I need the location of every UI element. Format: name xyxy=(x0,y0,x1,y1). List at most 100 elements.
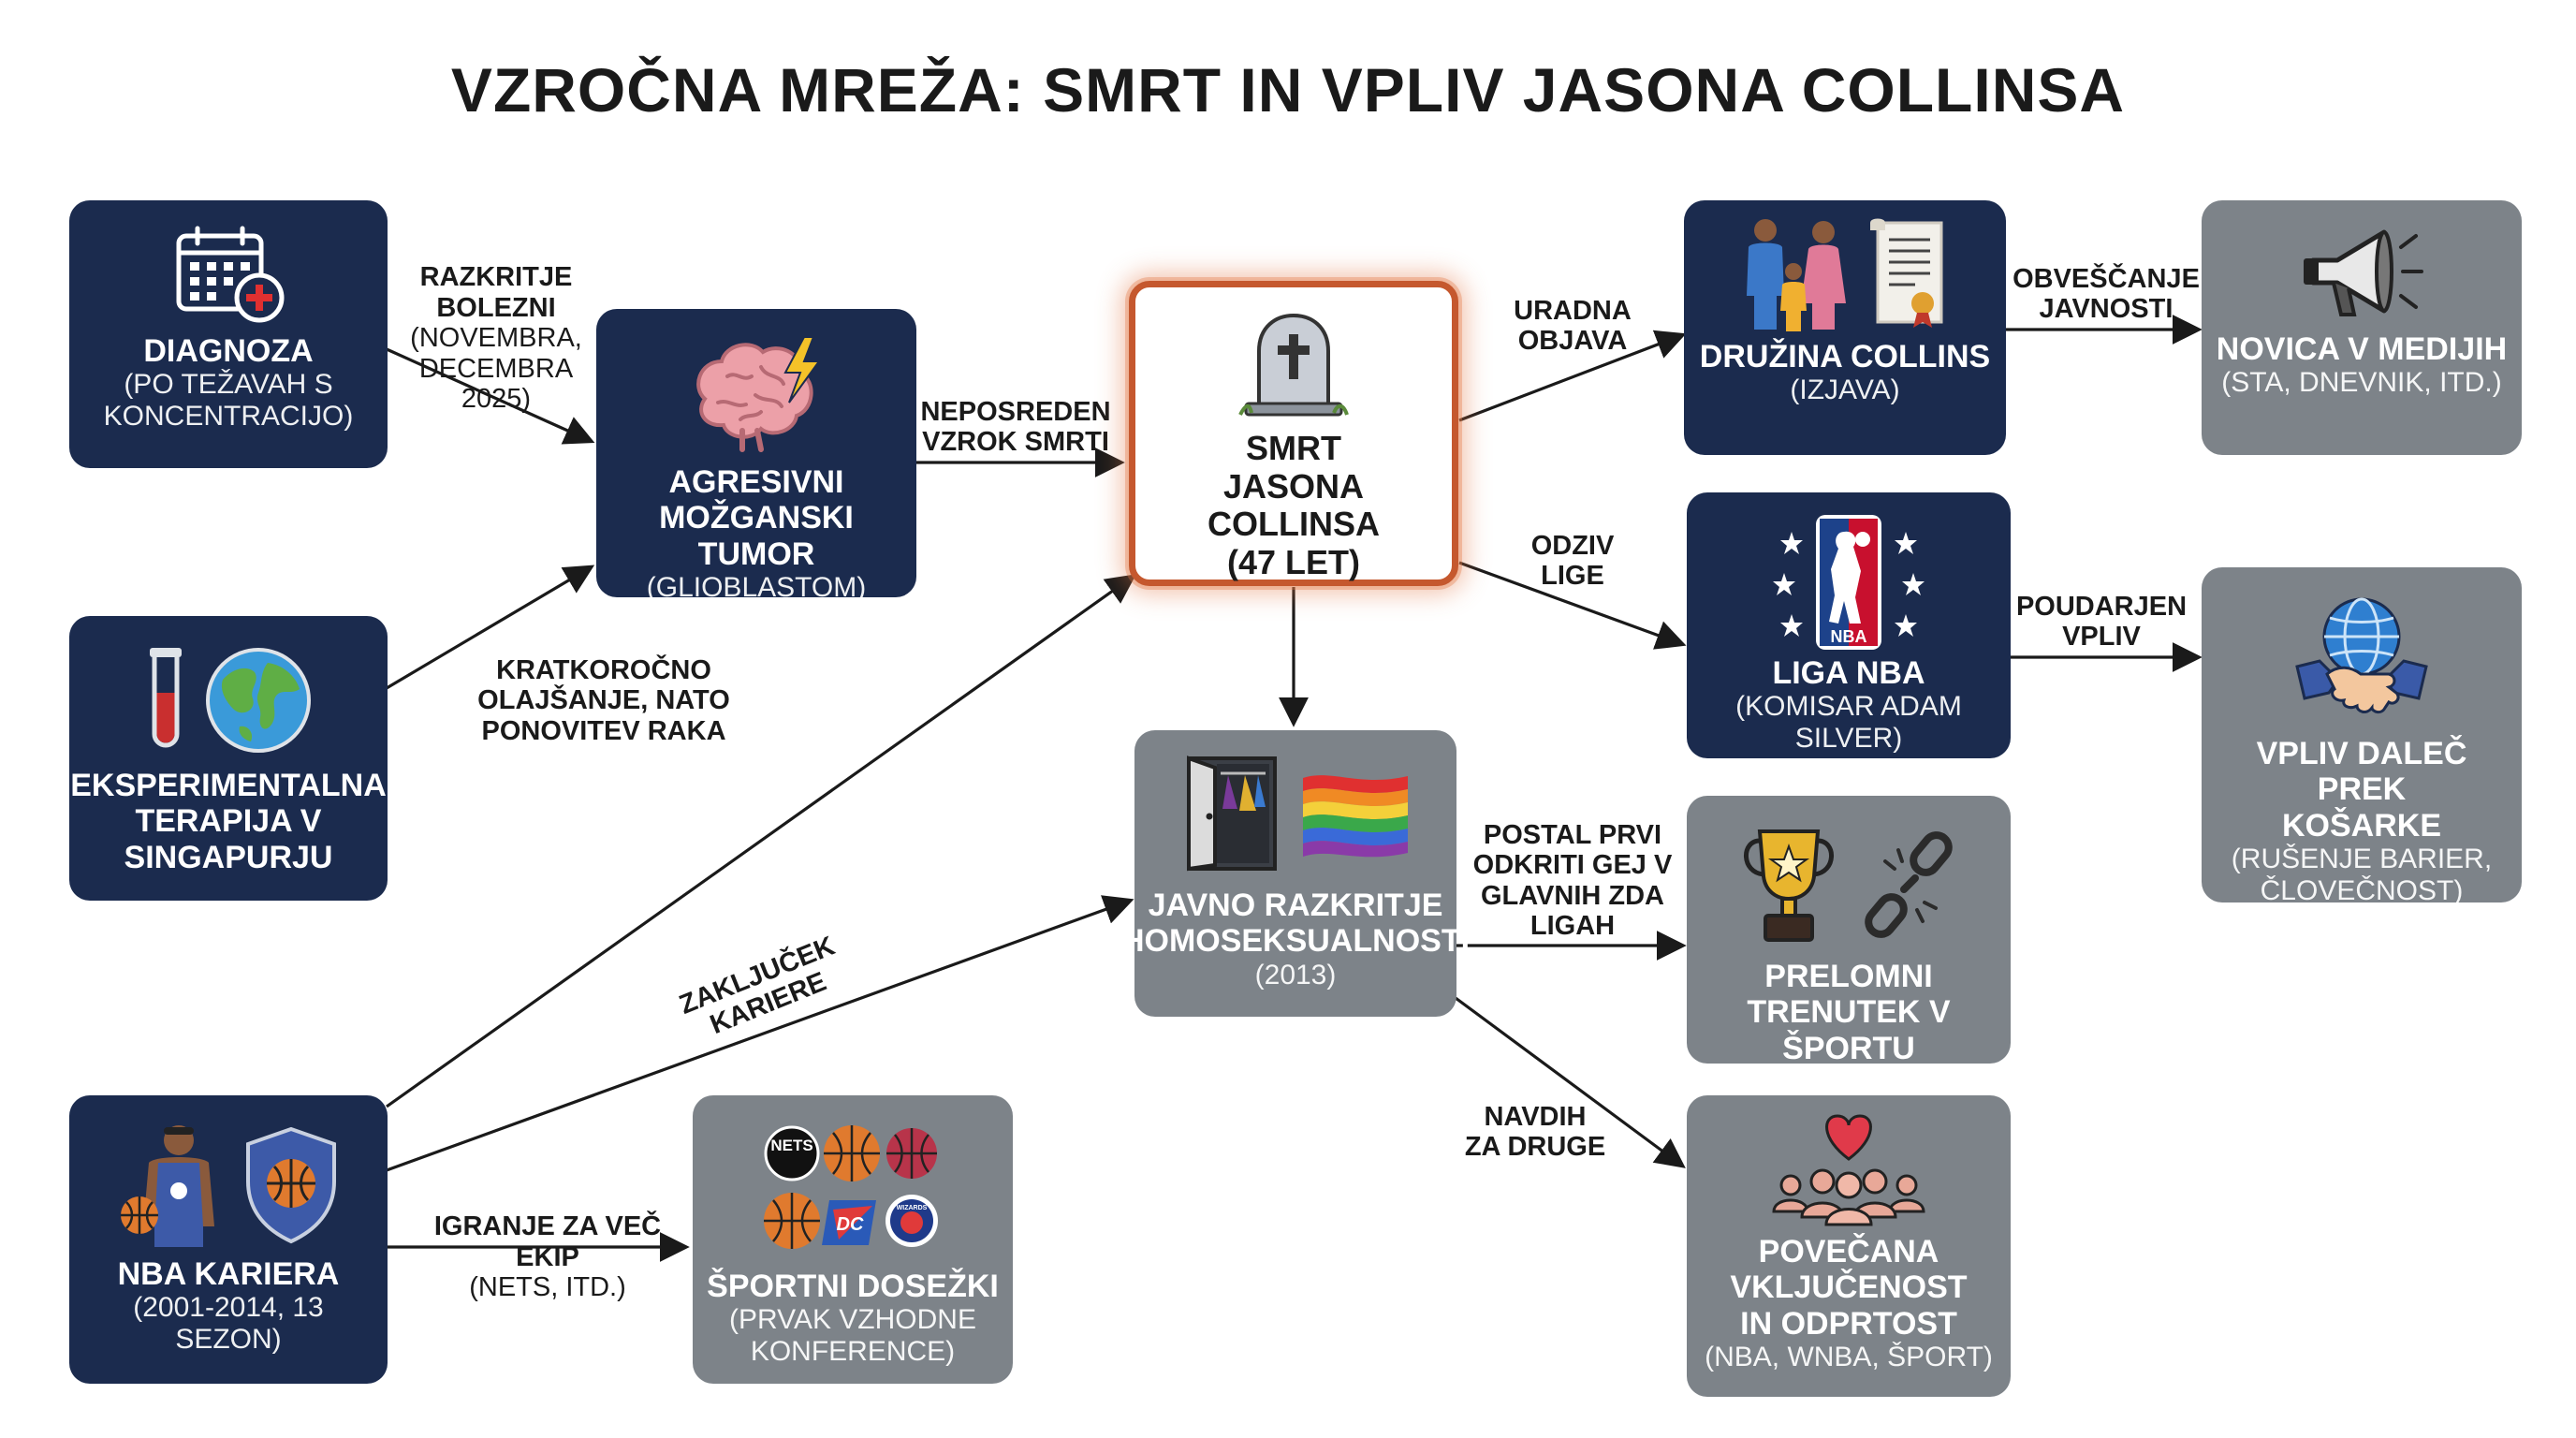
node-title: NBA KARIERA xyxy=(117,1256,340,1292)
nets-logo-icon: NETS xyxy=(764,1125,820,1181)
node-title: NOVICA V MEDIJIH xyxy=(2216,331,2508,367)
team-logos-icon: NETS DC WIZARDS xyxy=(764,1125,938,1249)
node-diagnoza[interactable]: DIAGNOZA (PO TEŽAVAH S KONCENTRACIJO) xyxy=(69,200,388,468)
dc-logo-icon: DC xyxy=(822,1200,876,1245)
node-subtitle: (GLIOBLASTOM) xyxy=(646,572,867,604)
edge-label-uradna: URADNA OBJAVA xyxy=(1514,296,1632,357)
edge-label-igranje: IGRANJE ZA VEČ EKIP (NETS, ITD.) xyxy=(412,1181,683,1303)
node-title: VPLIV DALEČ PREK KOŠARKE xyxy=(2256,736,2467,844)
edge-label-obvescanje: OBVEŠČANJE JAVNOSTI xyxy=(2012,264,2200,325)
node-title: JAVNO RAZKRITJE HOMOSEKSUALNOSTI xyxy=(1120,888,1471,960)
edge-kariera-razkritje xyxy=(386,895,1134,1172)
node-prelomni[interactable]: PRELOMNI TRENUTEK V ŠPORTU xyxy=(1687,796,2011,1066)
node-tumor[interactable]: AGRESIVNI MOŽGANSKI TUMOR (GLIOBLASTOM) xyxy=(596,309,916,603)
node-subtitle: (NBA, WNBA, ŠPORT) xyxy=(1705,1342,1993,1373)
edge-label-navdih: NAVDIH ZA DRUGE xyxy=(1464,1102,1606,1163)
node-vkljucenost[interactable]: POVEČANA VKLJUČENOST IN ODPRTOST (NBA, W… xyxy=(1687,1095,2011,1397)
basketball-player-icon xyxy=(121,1125,214,1247)
calendar-medical-icon xyxy=(176,226,285,323)
heart-community-icon xyxy=(1772,1114,1925,1226)
trophy-icon xyxy=(1744,829,1834,942)
node-terapija[interactable]: EKSPERIMENTALNA TERAPIJA V SINGAPURJU xyxy=(69,616,388,901)
red-basketball-logo-icon xyxy=(886,1128,937,1179)
node-title: LIGA NBA xyxy=(1772,655,1925,691)
edge-label-main: RAZKRITJE BOLEZNI xyxy=(419,262,573,323)
novica-icons xyxy=(2296,221,2427,324)
certificate-icon xyxy=(1870,218,1943,328)
node-subtitle: (STA, DNEVNIK, ITD.) xyxy=(2221,367,2502,399)
family-icon xyxy=(1747,219,1846,331)
prelomni-icons xyxy=(1737,824,1960,946)
node-subtitle: (2013) xyxy=(1254,959,1337,990)
vpliv-icons xyxy=(2291,595,2432,726)
test-tube-icon xyxy=(150,648,182,748)
edge-label-sub: (NETS, ITD.) xyxy=(469,1272,626,1303)
wizards-logo-text: WIZARDS xyxy=(897,1205,928,1211)
globe-handshake-icon xyxy=(2295,597,2428,714)
node-title: EKSPERIMENTALNA TERAPIJA V SINGAPURJU xyxy=(70,768,387,875)
edge-label-odziv: ODZIV LIGE xyxy=(1530,531,1615,592)
diagram-title: VZROČNA MREŽA: SMRT IN VPLIV JASONA COLL… xyxy=(450,55,2126,125)
node-subtitle: (KOMISAR ADAM SILVER) xyxy=(1735,691,1962,755)
kariera-icons xyxy=(117,1122,340,1249)
node-novica[interactable]: NOVICA V MEDIJIH (STA, DNEVNIK, ITD.) xyxy=(2202,200,2522,455)
edge-terapija-tumor xyxy=(386,565,595,690)
basketball-logo-icon xyxy=(824,1125,880,1181)
node-title: SMRT JASONA COLLINSA xyxy=(1208,429,1380,544)
dc-logo-text: DC xyxy=(837,1214,864,1235)
edge-label-poudarjen: POUDARJEN VPLIV xyxy=(2015,592,2188,653)
diagnoza-icons xyxy=(168,223,289,326)
node-title: PRELOMNI TRENUTEK V ŠPORTU xyxy=(1747,959,1951,1066)
edge-diagnoza-tumor xyxy=(386,347,595,445)
broken-chain-icon xyxy=(1865,831,1953,938)
node-title: DIAGNOZA xyxy=(143,333,314,369)
edge-kariera-smrt xyxy=(386,574,1136,1108)
megaphone-icon xyxy=(2304,229,2423,316)
node-subtitle: (2001-2014, 13 SEZON) xyxy=(133,1292,324,1356)
druzina-icons xyxy=(1739,217,1951,333)
globe-icon xyxy=(206,648,311,753)
node-subtitle: (47 LET) xyxy=(1226,543,1360,582)
edge-razkritje-vkljucenost xyxy=(1455,996,1686,1168)
tumor-icons xyxy=(686,333,827,455)
terapija-icons xyxy=(142,644,315,756)
node-smrt[interactable]: SMRT JASONA COLLINSA (47 LET) xyxy=(1129,281,1458,586)
node-dosezki[interactable]: NETS DC WIZARDS xyxy=(693,1095,1013,1384)
edge-smrt-druzina xyxy=(1458,330,1687,422)
node-kariera[interactable]: NBA KARIERA (2001-2014, 13 SEZON) xyxy=(69,1095,388,1384)
rainbow-flag-icon xyxy=(1303,775,1408,858)
node-title: DRUŽINA COLLINS xyxy=(1699,339,1991,374)
node-title: ŠPORTNI DOSEŽKI xyxy=(707,1269,999,1304)
dosezki-icons: NETS DC WIZARDS xyxy=(764,1120,942,1265)
smrt-icons xyxy=(1233,310,1354,420)
nba-logo-text: NBA xyxy=(1831,627,1867,646)
node-subtitle: (IZJAVA) xyxy=(1790,374,1900,406)
node-title: AGRESIVNI MOŽGANSKI TUMOR xyxy=(659,464,854,572)
node-subtitle: (PRVAK VZHODNE KONFERENCE) xyxy=(729,1304,976,1368)
nba-logo-stars-icon: NBA xyxy=(1773,515,1925,650)
node-title: POVEČANA VKLJUČENOST IN ODPRTOST xyxy=(1730,1234,1968,1342)
tombstone-cross-icon xyxy=(1238,313,1349,417)
edge-label-kratkorocno: KRATKOROČNO OLAJŠANJE, NATO PONOVITEV RA… xyxy=(477,655,730,746)
edge-label-postal: POSTAL PRVI ODKRITI GEJ V GLAVNIH ZDA LI… xyxy=(1472,820,1673,942)
edge-label-razkritje-bolezni: RAZKRITJE BOLEZNI (NOVEMBRA, DECEMBRA 20… xyxy=(402,232,590,445)
edge-smrt-nba xyxy=(1458,561,1687,650)
wizards-logo-icon: WIZARDS xyxy=(886,1195,938,1247)
node-subtitle: (RUŠENJE BARIER, ČLOVEČNOST) xyxy=(2231,844,2493,907)
edge-label-sub: (NOVEMBRA, DECEMBRA 2025) xyxy=(410,323,582,415)
node-nba[interactable]: NBA LIGA NBA (KOMISAR ADAM SILVER) xyxy=(1687,492,2011,758)
orange-basketball-logo-icon xyxy=(764,1193,820,1249)
node-druzina[interactable]: DRUŽINA COLLINS (IZJAVA) xyxy=(1684,200,2006,455)
edge-label-main: IGRANJE ZA VEČ EKIP xyxy=(433,1211,662,1272)
basketball-shield-icon xyxy=(246,1126,336,1244)
node-subtitle: (PO TEŽAVAH S KONCENTRACIJO) xyxy=(103,369,354,433)
edge-label-neposreden: NEPOSREDEN VZROK SMRTI xyxy=(920,397,1111,458)
node-vpliv[interactable]: VPLIV DALEČ PREK KOŠARKE (RUŠENJE BARIER… xyxy=(2202,567,2522,906)
nets-logo-text: NETS xyxy=(770,1137,812,1154)
brain-lightning-icon xyxy=(696,336,821,452)
nba-icons: NBA xyxy=(1769,511,1928,653)
node-razkritje[interactable]: JAVNO RAZKRITJE HOMOSEKSUALNOSTI (2013) xyxy=(1121,730,1470,1017)
razkritje-icons xyxy=(1179,753,1412,874)
closet-door-icon xyxy=(1187,756,1277,872)
